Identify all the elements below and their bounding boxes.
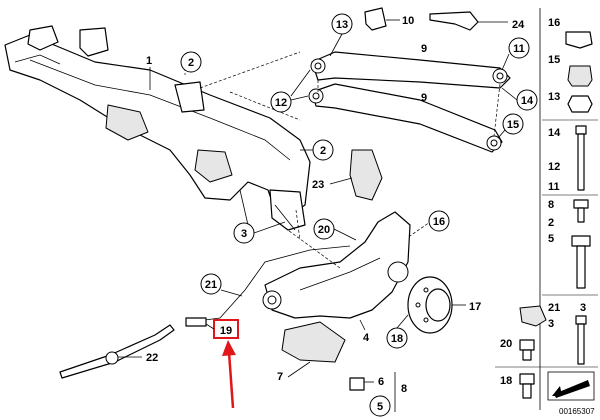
document-number: 00165307 [559,407,595,416]
legend-label-14: 14 [548,127,561,139]
control-arm-lower [308,83,503,153]
callout-4: 4 [363,332,370,344]
hex-bolt-icon [573,199,589,223]
bolt-icon [575,315,587,365]
callout-9-lower: 9 [421,92,427,104]
callout-15: 15 [507,119,519,131]
legend-label-16: 16 [548,17,560,29]
callout-21: 21 [205,279,217,291]
bracket-7 [281,321,346,363]
link-22 [59,324,175,379]
bracket-icon [519,305,547,327]
clip-icon [565,31,593,49]
callout-8: 8 [401,383,407,395]
legend-label-8: 8 [548,199,554,211]
callout-5: 5 [377,401,383,413]
callout-14: 14 [521,95,534,107]
sensor-cable-19 [185,245,351,327]
wheel-hub-17 [407,276,453,334]
legend-label-3-b: 3 [580,302,586,314]
link-24 [429,11,479,31]
callouts: 1 2 2 3 9 9 10 11 12 13 14 [118,13,538,417]
callout-2-lower: 2 [320,145,326,157]
long-bolt-icon [575,125,587,191]
callout-23: 23 [312,179,324,191]
callout-18: 18 [391,333,403,345]
legend-label-18: 18 [500,375,512,387]
callout-1: 1 [146,55,152,67]
callout-16: 16 [433,216,445,228]
callout-7: 7 [277,371,283,383]
callout-10: 10 [402,15,414,27]
callout-11: 11 [513,43,525,55]
callout-13: 13 [336,19,348,31]
callout-6: 6 [378,376,384,388]
control-arm-upper [310,51,511,89]
callout-24: 24 [512,19,525,31]
hex-bolt-long-icon [571,235,591,289]
shield-23 [349,149,383,201]
self-locking-bolt-icon [519,373,535,399]
callout-19: 19 [220,325,232,337]
legend-label-20: 20 [500,338,512,350]
legend-label-12: 12 [548,161,560,173]
callout-20: 20 [318,224,330,236]
bolt-6 [349,377,365,391]
parts-legend: 16 15 13 14 12 11 8 2 5 [495,8,598,416]
callout-2-top: 2 [188,57,194,69]
legend-label-3-a: 3 [548,318,554,330]
callout-17: 17 [469,301,481,313]
bracket-10 [364,7,387,31]
rubber-bushing-icon [567,65,593,87]
legend-label-11: 11 [548,181,560,193]
callout-3: 3 [241,228,247,240]
red-arrow [222,340,236,409]
legend-label-13: 13 [548,91,560,103]
short-bolt-icon [519,339,535,361]
axle-carrier [4,25,311,231]
legend-label-2: 2 [548,217,554,229]
legend-label-5: 5 [548,233,554,245]
callout-12: 12 [275,97,287,109]
orientation-arrow-icon [547,371,595,401]
callout-9-upper: 9 [421,43,427,55]
wheel-carrier [262,211,411,319]
nut-icon [567,95,593,113]
legend-label-15: 15 [548,54,560,66]
legend-label-21: 21 [548,302,560,314]
callout-22: 22 [146,352,158,364]
